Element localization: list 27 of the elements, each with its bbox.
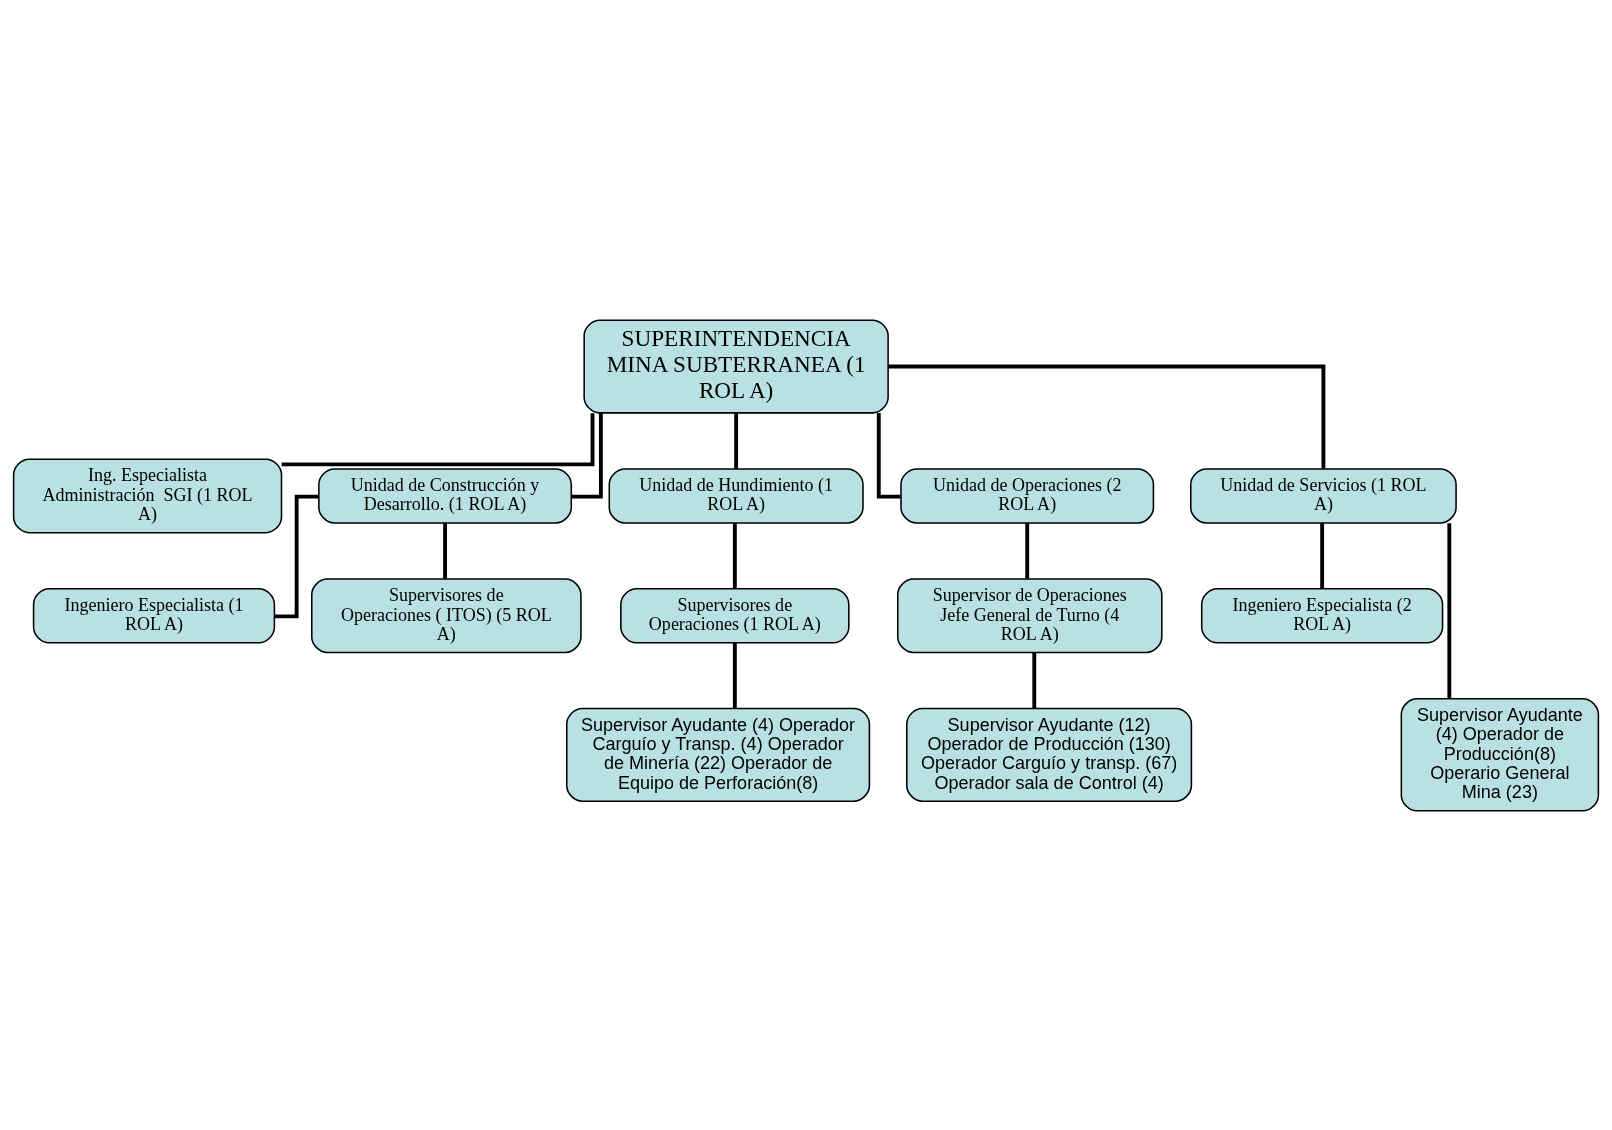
node-box: Supervisores de Operaciones ( ITOS) (5 ROL A) <box>311 577 582 653</box>
node-box: SUPERINTENDENCIA MINA SUBTERRANEA (1 ROL A) <box>583 318 889 414</box>
connector <box>1032 652 1037 708</box>
node-box: Supervisor Ayudante (4) Operador de Producción(8) Operario General Mina (23) <box>1400 697 1600 812</box>
node-box: Supervisor de Operaciones Jefe General de Turno (4 ROL A) <box>897 577 1163 653</box>
node-box: Ingeniero Especialista (2 ROL A) <box>1200 587 1444 644</box>
node-box: Unidad de Construcción y Desarrollo. (1 ROL A) <box>318 467 573 524</box>
connector <box>571 412 603 499</box>
connector <box>732 522 737 589</box>
connector <box>888 364 1326 468</box>
connector <box>443 522 447 579</box>
connector <box>876 412 901 499</box>
node-box: Ing. Especialista Administración SGI (1 ROL A) <box>12 457 283 533</box>
node-box: Supervisor Ayudante (12) Operador de Producción (130) Operador Carguío y transp. (67) Operador sala de Control (4) <box>906 707 1193 802</box>
connector <box>281 412 595 466</box>
node-box: Ingeniero Especialista (1 ROL A) <box>32 587 276 644</box>
connector <box>734 412 739 469</box>
connector <box>1447 522 1452 699</box>
node-box: Unidad de Servicios (1 ROL A) <box>1190 467 1457 524</box>
connector <box>732 642 737 708</box>
node-box: Supervisor Ayudante (4) Operador Carguío y Transp. (4) Operador de Minería (22) Operador de Equipo de Perforación(8) <box>566 707 871 802</box>
connector <box>1320 522 1325 589</box>
node-box: Supervisores de Operaciones (1 ROL A) <box>620 587 850 644</box>
connector <box>1025 522 1030 579</box>
connector <box>274 494 319 618</box>
node-box: Unidad de Operaciones (2 ROL A) <box>900 467 1155 524</box>
node-box: Unidad de Hundimiento (1 ROL A) <box>608 467 864 524</box>
